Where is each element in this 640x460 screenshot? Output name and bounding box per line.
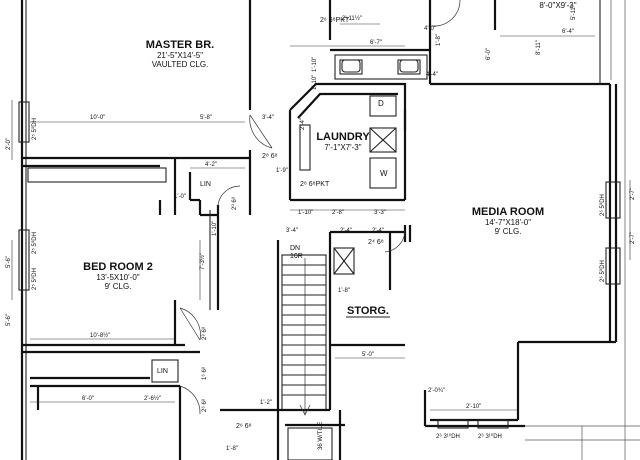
laundry-name: LAUNDRY <box>316 131 370 143</box>
dim-label: 6'-4" <box>562 29 574 35</box>
washer-label: W <box>380 169 388 178</box>
dim-label: 5'-8" <box>200 115 212 121</box>
dim-label: 2'-0" <box>6 138 12 150</box>
dim-label: 2'-7" <box>630 188 636 200</box>
master-br-size: 21'-5"X14'-5" <box>157 51 203 60</box>
master-br-note: VAULTED CLG. <box>152 60 209 69</box>
master-br-name: MASTER BR. <box>146 39 214 51</box>
dim-label: 2'-6½" <box>144 395 161 402</box>
dim-label: 4'-2" <box>205 162 217 168</box>
door-pocket-top: 2⁶ 6⁸PKT <box>320 17 350 24</box>
dim-label: 1'-10" <box>312 57 318 72</box>
stair-treads <box>282 258 326 416</box>
door-lin1-label: 2⁰ 6⁸ <box>231 196 238 210</box>
dim-label: 4'-0" <box>424 26 436 32</box>
dim-label: 10'-8½" <box>90 332 110 339</box>
lin-closet-2-label: LIN <box>157 368 168 375</box>
tub-label: 36 W/TILE <box>318 422 324 450</box>
window-media2-label: 2⁶ 5⁰DH <box>599 260 606 282</box>
dryer-label: D <box>378 99 384 108</box>
dim-label: 1'-10" <box>312 75 318 90</box>
dim-label: 1'-8" <box>338 288 350 294</box>
dim-label: 1'-10" <box>298 210 313 216</box>
window-bed2b-label: 2⁵ 5⁰DH <box>31 268 38 290</box>
door-lin2-label: 1⁶ 6⁸ <box>201 366 208 380</box>
laundry-fixtures <box>333 59 419 275</box>
door-pocket-laundry: 2⁸ 6⁸PKT <box>300 181 330 188</box>
dim-label: 1'-9" <box>276 168 288 174</box>
window-media1-label: 2⁶ 5⁰DH <box>599 194 606 216</box>
door-laundry-label: 2⁸ 6⁸ <box>262 153 278 160</box>
storage-name: STORG. <box>347 305 389 317</box>
dim-label: 5'-11" <box>571 5 577 20</box>
dim-label: 2'-10" <box>466 404 481 410</box>
dim-label: 6'-7" <box>370 40 382 46</box>
dim-label: 8'-11" <box>536 40 542 55</box>
dim-label: 6'-0" <box>486 48 492 60</box>
dim-label: 3'-4" <box>286 228 298 234</box>
dim-label: 3'-4" <box>262 115 274 121</box>
dim-label: 10'-0" <box>90 115 105 121</box>
lin-closet-label: LIN <box>200 181 211 188</box>
dimension-lines <box>11 23 631 411</box>
dim-label: 5'-0" <box>362 352 374 358</box>
bed-room-2-size: 13'-5X10'-0" <box>96 273 139 282</box>
top-right-room-size: 8'-0"X9'-3" <box>539 1 576 10</box>
door-storage-label: 2⁴ 6⁸ <box>368 239 384 246</box>
bed-room-2-name: BED ROOM 2 <box>83 261 153 273</box>
dim-label: 1'-2" <box>260 400 272 406</box>
dim-label: 1'-8" <box>436 34 442 46</box>
window-media3-label: 2⁶ 3¹⁰DH <box>436 433 460 440</box>
dim-label: 1'-8" <box>226 446 238 452</box>
media-room-size: 14'-7"X18'-0" <box>485 218 531 227</box>
stair-dn-label: DN <box>290 245 300 252</box>
walls <box>20 0 640 460</box>
dim-label: 2'-11½" <box>342 15 362 22</box>
dim-label: 4'-4" <box>426 72 438 78</box>
dim-label: 2'-4" <box>300 118 306 130</box>
door-swings <box>179 0 461 415</box>
dim-label: 5'-6" <box>6 256 12 268</box>
dim-label: 3'-3" <box>374 210 386 216</box>
dim-label: 6'-0" <box>82 396 94 402</box>
dim-label: 2'-4" <box>372 228 384 234</box>
window-media4-label: 2⁶ 3¹⁰DH <box>478 433 502 440</box>
dim-label: 2'-8" <box>332 210 344 216</box>
laundry-size: 7'-1"X7'-3" <box>324 143 361 152</box>
dim-label: 2'-7" <box>630 232 636 244</box>
stair-risers-label: 16R <box>290 253 303 260</box>
dim-label: 7'-3½" <box>199 253 206 270</box>
door-bed2-label: 2⁸ 6⁸ <box>201 326 208 340</box>
media-room-note: 9' CLG. <box>495 227 522 236</box>
dim-label: 5'-6" <box>6 314 12 326</box>
dim-label: 2'-4" <box>340 228 352 234</box>
window-master-label: 2⁵ 5⁰DH <box>31 118 38 140</box>
dim-label: 1'-0" <box>174 194 186 200</box>
window-bed2a-label: 2⁵ 5⁰DH <box>31 232 38 254</box>
media-room-name: MEDIA ROOM <box>472 206 544 218</box>
door-hall-label: 2⁶ 6⁸ <box>201 398 208 412</box>
dim-label: 2'-0¾" <box>428 388 445 394</box>
bed-room-2-note: 9' CLG. <box>105 282 132 291</box>
window-marks <box>18 101 621 429</box>
door-bath-label: 2⁶ 6⁸ <box>236 423 252 430</box>
dim-label: 1'-10" <box>212 221 218 236</box>
